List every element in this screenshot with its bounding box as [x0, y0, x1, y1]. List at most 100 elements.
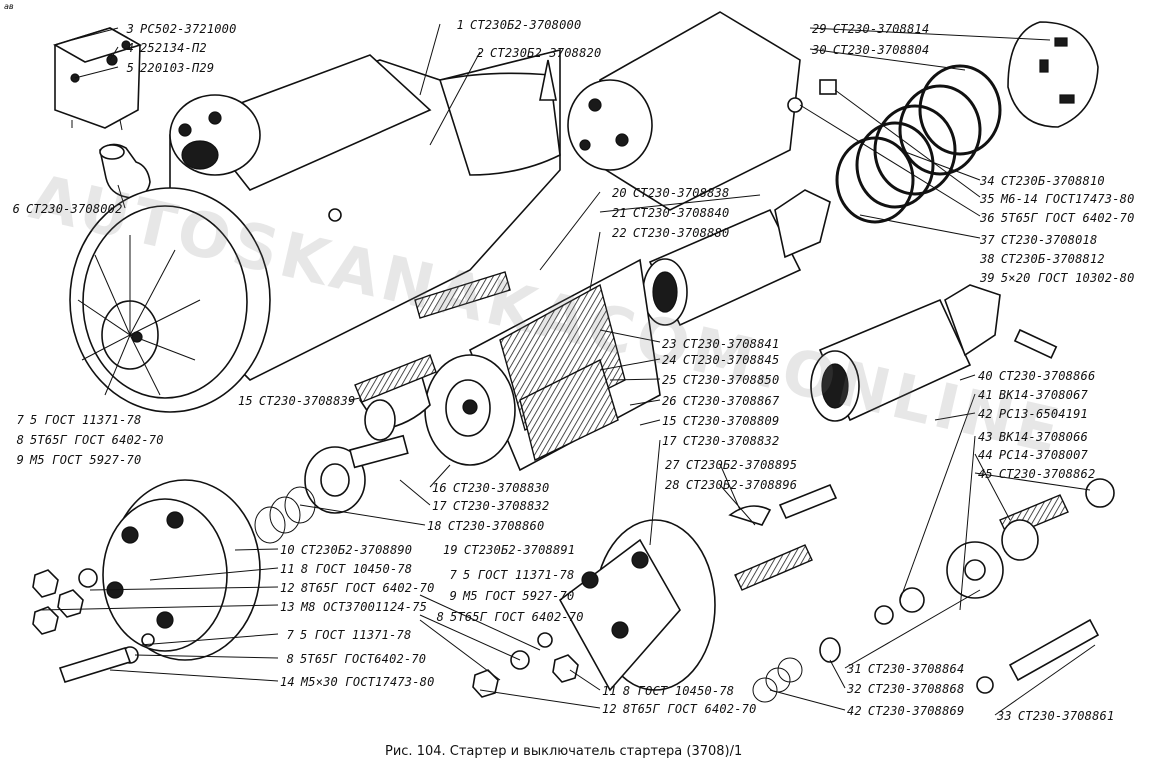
part-code: 220103-П29: [140, 61, 215, 75]
part-number: 15: [662, 414, 677, 428]
armature-drawing: [358, 258, 661, 472]
part-number: 7: [16, 413, 24, 427]
part-code: 5 ГОСТ 11371-78: [463, 568, 575, 582]
part-code: 5 ГОСТ 11371-78: [300, 628, 412, 642]
part-code: СТ230Б2-3708895: [685, 458, 798, 472]
part-code: СТ230-3708850: [682, 373, 780, 387]
switch-housing-drawing: [558, 519, 716, 692]
part-code: СТ230-3708866: [998, 369, 1096, 383]
part-number: 11: [602, 684, 617, 698]
part-number: 3: [126, 22, 134, 36]
part-code: СТ230-3708864: [867, 662, 965, 676]
part-label: 42 СТ230-3708869: [847, 704, 964, 718]
part-number: 8: [436, 610, 444, 624]
part-code: СТ230-3708814: [832, 22, 930, 36]
part-code: 5Т65Г ГОСТ 6402-70: [30, 433, 164, 447]
rubber-cap-drawing: [99, 143, 151, 199]
part-code: ВК14-3708066: [998, 430, 1088, 444]
part-label: 43 ВК14-3708066: [978, 430, 1088, 444]
part-label: 24 СТ230-3708845: [662, 353, 779, 367]
part-number: 38: [980, 252, 995, 266]
part-code: 252134-П2: [140, 41, 207, 55]
part-number: 28: [665, 478, 680, 492]
part-code: М5 ГОСТ 5927-70: [30, 453, 142, 467]
part-code: СТ230-3708862: [998, 467, 1096, 481]
part-number: 1: [456, 18, 464, 32]
part-number: 45: [978, 467, 993, 481]
part-number: 42: [847, 704, 862, 718]
part-code: СТ230Б2-3708820: [490, 46, 602, 60]
part-code: СТ230Б2-3708896: [685, 478, 798, 492]
part-code: СТ230-3708809: [682, 414, 780, 428]
part-number: 24: [662, 353, 677, 367]
part-code: РС502-3721000: [140, 22, 237, 36]
part-label: 27 СТ230Б2-3708895: [665, 458, 797, 472]
part-number: 37: [980, 233, 995, 247]
end-cover-drawing: [102, 479, 261, 661]
part-number: 30: [812, 43, 827, 57]
part-code: СТ230-3708860: [447, 519, 545, 533]
part-code: СТ230-3708861: [1017, 709, 1115, 723]
part-number: 27: [665, 458, 680, 472]
part-code: СТ230-3708869: [867, 704, 965, 718]
part-number: 10: [280, 543, 295, 557]
part-number: 17: [432, 499, 447, 513]
part-number: 4: [126, 41, 134, 55]
contact-parts-drawing: [728, 478, 1115, 703]
part-code: СТ230-3708839: [258, 394, 356, 408]
part-label: 4 252134-П2: [120, 41, 207, 55]
part-number: 32: [847, 682, 862, 696]
part-number: 12: [602, 702, 617, 716]
part-code: СТ230Б2-3708000: [470, 18, 582, 32]
part-number: 29: [812, 22, 827, 36]
part-code: 5Т65Г ГОСТ6402-70: [300, 652, 427, 666]
part-number: 35: [980, 192, 995, 206]
corner-mark: ав: [4, 2, 14, 11]
part-label: 3 РС502-3721000: [120, 22, 237, 36]
part-label: 8 5Т65Г ГОСТ 6402-70: [430, 610, 584, 624]
part-number: 33: [997, 709, 1012, 723]
part-code: РС13-6504191: [998, 407, 1088, 421]
part-code: СТ230-3708002: [26, 202, 123, 216]
return-spring-drawing: [835, 64, 1002, 224]
part-number: 13: [280, 600, 295, 614]
plunger-drawing: [642, 189, 831, 327]
part-number: 20: [612, 186, 627, 200]
part-number: 21: [612, 206, 627, 220]
part-code: СТ230Б2-3708890: [300, 543, 413, 557]
part-code: 5Т65Г ГОСТ 6402-70: [1000, 211, 1135, 225]
part-label: 31 СТ230-3708864: [847, 662, 964, 676]
part-number: 25: [662, 373, 677, 387]
part-code: СТ230-3708845: [682, 353, 780, 367]
figure-caption: Рис. 104. Стартер и выключатель стартера…: [385, 744, 743, 759]
part-code: 5Т65Г ГОСТ 6402-70: [450, 610, 584, 624]
part-number: 5: [126, 61, 134, 75]
part-label: 29 СТ230-3708814: [812, 22, 929, 36]
part-code: М5×30 ГОСТ17473-80: [300, 675, 435, 689]
part-code: М5 ГОСТ 5927-70: [463, 589, 575, 603]
part-label: 10 СТ230Б2-3708890: [280, 543, 412, 557]
part-number: 43: [978, 430, 993, 444]
part-number: 19: [443, 543, 458, 557]
part-number: 31: [847, 662, 862, 676]
part-label: 45 СТ230-3708862: [978, 467, 1095, 481]
part-number: 12: [280, 581, 295, 595]
part-label: 25 СТ230-3708850: [662, 373, 779, 387]
